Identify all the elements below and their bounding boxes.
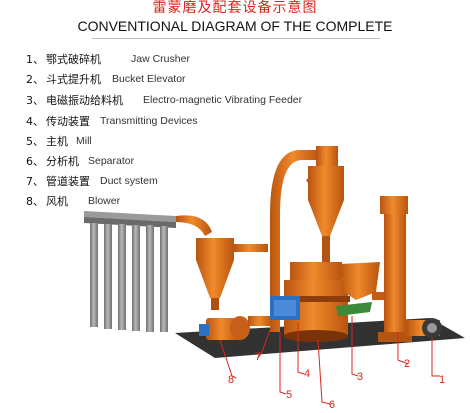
legend-item-vibrating-feeder: 3、电磁振动给料机 Electro-magnetic Vibrating Fee… <box>26 93 302 107</box>
legend-english-label: Duct system <box>100 175 158 187</box>
legend-item-duct-system: 7、管道装置 Duct system <box>26 174 158 188</box>
legend-chinese-label: 风机 <box>46 195 68 208</box>
bucket-elevator <box>378 196 412 342</box>
legend-number: 5、 <box>26 135 44 148</box>
legend-chinese-label: 管道装置 <box>46 175 90 188</box>
legend-item-blower: 8、风机 Blower <box>26 194 120 208</box>
legend-number: 6、 <box>26 155 44 168</box>
chinese-title: 雷蒙磨及配套设备示意图 <box>152 0 318 16</box>
callout-line-7 <box>257 329 271 359</box>
callout-lines <box>219 316 440 405</box>
legend-chinese-label: 斗式提升机 <box>46 73 101 86</box>
separator-tower <box>308 146 344 268</box>
legend-item-separator: 6、分析机 Separator <box>26 154 134 168</box>
legend-english-label: Electro-magnetic Vibrating Feeder <box>143 94 303 106</box>
callout-line-1 <box>431 338 440 377</box>
main-mill <box>282 262 350 342</box>
legend-number: 2、 <box>26 73 44 86</box>
callout-number-3: 3 <box>357 371 363 383</box>
legend-item-jaw-crusher: 1、鄂式破碎机 Jaw Crusher <box>26 52 190 66</box>
legend-english-label: Separator <box>88 155 135 167</box>
callout-number-1: 1 <box>439 374 445 386</box>
legend-chinese-label: 分析机 <box>46 155 79 168</box>
legend-item-bucket-elevator: 2、斗式提升机 Bucket Elevator <box>26 72 186 86</box>
legend-chinese-label: 传动装置 <box>46 115 90 128</box>
title-divider <box>92 38 380 39</box>
callout-line-6 <box>317 339 331 405</box>
callout-number-6: 6 <box>329 399 335 411</box>
callout-numbers: 1 2 3 4 5 6 7 8 <box>228 351 445 411</box>
legend-english-label: Mill <box>76 135 92 147</box>
legend-english-label: Bucket Elevator <box>112 73 186 85</box>
callout-number-4: 4 <box>304 368 310 380</box>
legend-number: 1、 <box>26 53 44 66</box>
callout-number-8: 8 <box>228 374 234 386</box>
callout-line-4 <box>297 322 305 375</box>
legend-english-label: Jaw Crusher <box>131 53 190 65</box>
cyclone-collector <box>196 238 268 310</box>
callout-line-8 <box>219 339 237 379</box>
callout-number-7: 7 <box>255 351 261 363</box>
callout-line-5 <box>279 332 287 395</box>
legend-number: 4、 <box>26 115 44 128</box>
transmitting-devices <box>270 296 300 320</box>
jaw-crusher <box>406 318 442 338</box>
callout-line-3 <box>351 316 359 377</box>
legend-english-label: Blower <box>88 195 121 207</box>
legend-item-transmitting-devices: 4、传动装置 Transmitting Devices <box>26 114 198 128</box>
legend-number: 3、 <box>26 94 44 107</box>
blower-fan <box>199 316 250 340</box>
legend-chinese-label: 鄂式破碎机 <box>46 53 101 66</box>
legend-chinese-label: 主机 <box>46 135 68 148</box>
legend-number: 8、 <box>26 195 44 208</box>
callout-number-5: 5 <box>286 389 292 401</box>
legend-chinese-label: 电磁振动给料机 <box>46 94 123 107</box>
legend-item-mill: 5、主机 Mill <box>26 134 92 148</box>
legend-english-label: Transmitting Devices <box>100 115 198 127</box>
callout-number-2: 2 <box>404 358 410 370</box>
dust-collector <box>84 211 212 332</box>
diagram-title: CONVENTIONAL DIAGRAM OF THE COMPLETE <box>77 18 393 34</box>
callout-line-2 <box>397 332 409 365</box>
legend-number: 7、 <box>26 175 44 188</box>
